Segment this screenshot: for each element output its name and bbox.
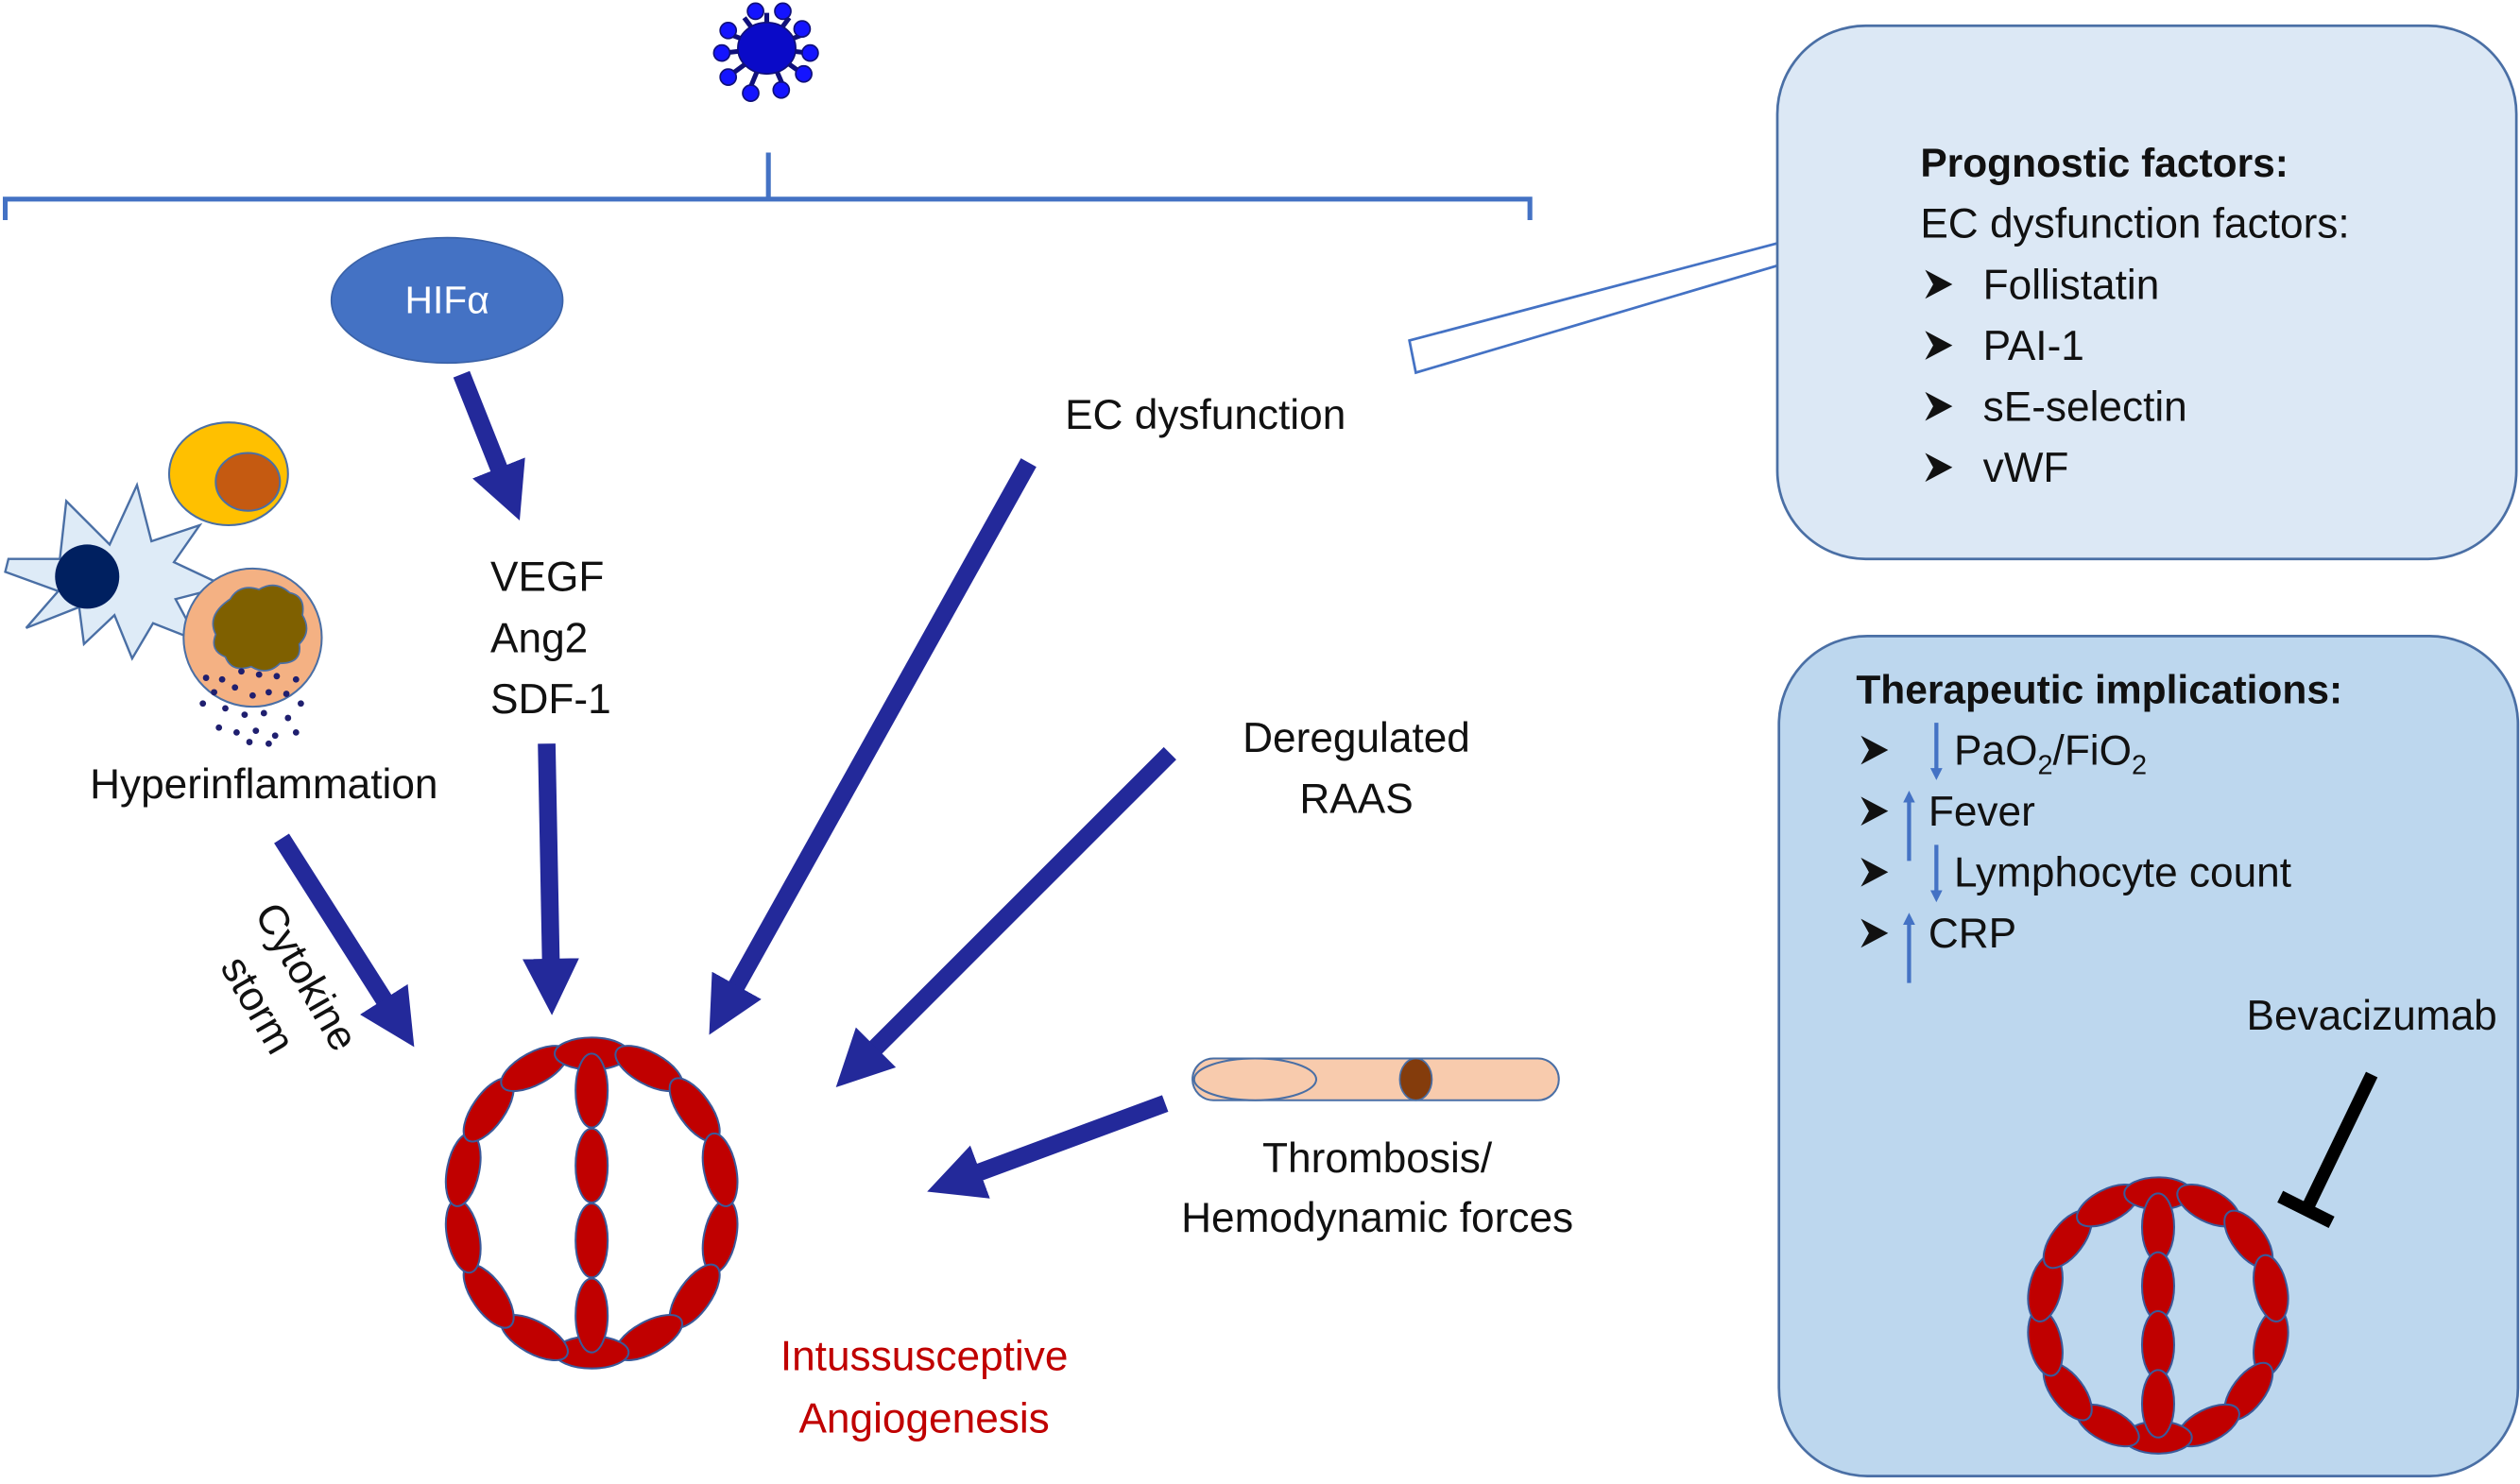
therapeutic-item: Lymphocyte count bbox=[1860, 844, 2291, 903]
arrowhead-bullet-icon bbox=[1860, 918, 1889, 948]
arrow-raas-to-angiogenesis bbox=[835, 746, 1176, 1088]
svg-text:RAAS: RAAS bbox=[1299, 776, 1413, 822]
therapeutic-item-label: PaO2/FiO2 bbox=[1954, 727, 2147, 780]
growth-factors-list: VEGF Ang2 SDF-1 bbox=[490, 554, 611, 723]
prognostic-item: sE-selectin bbox=[1925, 384, 2187, 430]
prognostic-subtitle: EC dysfunction factors: bbox=[1920, 201, 2349, 247]
prognostic-item: PAI-1 bbox=[1925, 323, 2084, 369]
svg-text:Deregulated: Deregulated bbox=[1243, 715, 1470, 761]
svg-text:Intussusceptive: Intussusceptive bbox=[780, 1333, 1069, 1379]
arrowhead-bullet-icon bbox=[1925, 391, 1953, 421]
pillar-cell bbox=[2140, 1192, 2176, 1262]
prognostic-item: Follistatin bbox=[1925, 262, 2159, 308]
therapeutic-item-label: Lymphocyte count bbox=[1954, 850, 2291, 896]
inhibition-t-bar-icon bbox=[2277, 1071, 2378, 1229]
arrowhead-bullet-icon bbox=[1925, 452, 1953, 483]
pillar-cell bbox=[574, 1277, 609, 1354]
svg-text:Hemodynamic forces: Hemodynamic forces bbox=[1181, 1195, 1573, 1241]
endothelial-cell bbox=[701, 1199, 739, 1274]
bracket-connector bbox=[2, 152, 1533, 220]
thrombosis-vessel-icon bbox=[1191, 1057, 1560, 1101]
arrow-growth-factors-to-angiogenesis bbox=[523, 743, 579, 1015]
bevacizumab-label: Bevacizumab bbox=[2247, 993, 2497, 1039]
endothelial-cell bbox=[444, 1199, 482, 1274]
prognostic-item-label: PAI-1 bbox=[1983, 323, 2084, 369]
hif-alpha-node: HIFα bbox=[330, 236, 564, 365]
pillar-cell bbox=[574, 1127, 609, 1203]
arrow-hif-to-growth-factors bbox=[453, 370, 525, 521]
endothelial-cell bbox=[444, 1132, 482, 1207]
therapeutic-item-label: Fever bbox=[1929, 789, 2035, 835]
pillar-cell bbox=[2140, 1310, 2176, 1380]
intussusceptive-angiogenesis-label: Intussusceptive Angiogenesis bbox=[780, 1333, 1069, 1441]
thrombosis-label: Thrombosis/ Hemodynamic forces bbox=[1181, 1135, 1573, 1241]
arrowhead-bullet-icon bbox=[1860, 735, 1889, 765]
therapeutic-item: CRP bbox=[1860, 911, 2016, 983]
therapeutic-implications-box: Therapeutic implications: PaO2/FiO2Fever… bbox=[1777, 634, 2520, 1477]
immune-cells-icon bbox=[4, 421, 323, 747]
hif-alpha-label: HIFα bbox=[404, 279, 489, 322]
prognostic-item-label: vWF bbox=[1983, 445, 2069, 491]
arrowhead-bullet-icon bbox=[1860, 796, 1889, 826]
raas-label: Deregulated RAAS bbox=[1243, 715, 1470, 823]
intussusceptive-vessel-icon bbox=[444, 1036, 739, 1370]
therapeutic-item-label: CRP bbox=[1929, 911, 2016, 957]
svg-text:Angiogenesis: Angiogenesis bbox=[798, 1396, 1049, 1442]
pillar-cell bbox=[2140, 1251, 2176, 1322]
inhibited-vessel-icon bbox=[2027, 1176, 2289, 1455]
therapeutic-item: Fever bbox=[1860, 789, 2035, 861]
growth-factor-item: SDF-1 bbox=[490, 676, 611, 723]
therapeutic-item: PaO2/FiO2 bbox=[1860, 723, 2147, 781]
arrowhead-bullet-icon bbox=[1925, 269, 1953, 299]
pillar-cell bbox=[2140, 1369, 2176, 1439]
prognostic-title: Prognostic factors: bbox=[1920, 142, 2289, 186]
endothelial-cell bbox=[701, 1132, 739, 1207]
prognostic-factors-box: Prognostic factors: EC dysfunction facto… bbox=[1775, 24, 2518, 561]
arrow-hyperinflammation-to-angiogenesis bbox=[274, 833, 415, 1048]
hyperinflammation-label: Hyperinflammation bbox=[90, 761, 437, 808]
arrowhead-bullet-icon bbox=[1925, 331, 1953, 360]
prognostic-item-label: sE-selectin bbox=[1983, 384, 2187, 430]
pillar-cell bbox=[574, 1052, 609, 1129]
therapeutic-title: Therapeutic implications: bbox=[1856, 669, 2342, 713]
growth-factor-item: Ang2 bbox=[490, 615, 588, 661]
arrow-thrombosis-to-angiogenesis bbox=[927, 1095, 1169, 1199]
arrow-ec-dysfunction-to-angiogenesis bbox=[709, 458, 1037, 1035]
arrowhead-bullet-icon bbox=[1860, 857, 1889, 887]
flow-arrows bbox=[274, 370, 1176, 1199]
endothelial-cell bbox=[2253, 1254, 2289, 1322]
prognostic-item-label: Follistatin bbox=[1983, 262, 2160, 308]
growth-factor-item: VEGF bbox=[490, 554, 604, 601]
coronavirus-icon bbox=[712, 2, 819, 102]
prognostic-item: vWF bbox=[1925, 445, 2068, 491]
svg-text:Thrombosis/: Thrombosis/ bbox=[1262, 1135, 1493, 1182]
pillar-cell bbox=[574, 1203, 609, 1279]
ec-dysfunction-label: EC dysfunction bbox=[1065, 392, 1346, 438]
